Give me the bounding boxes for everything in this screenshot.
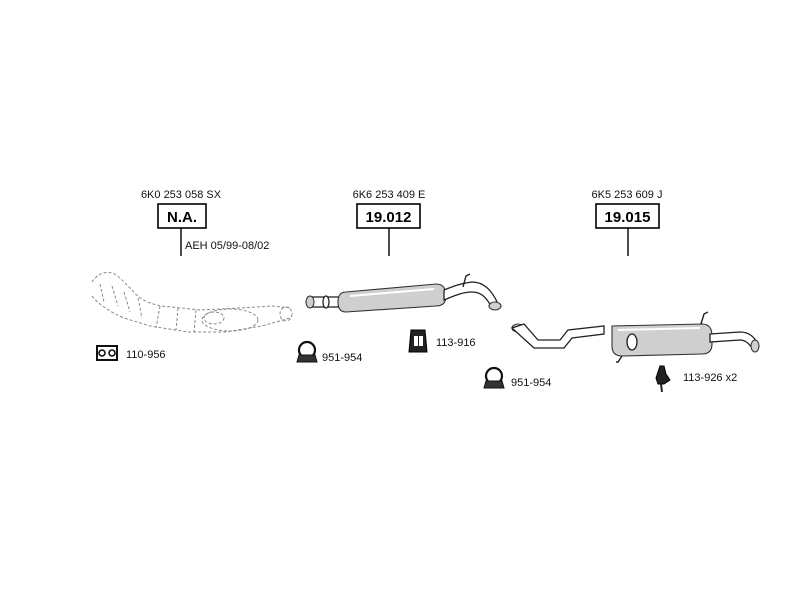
clamp-icon <box>296 340 318 363</box>
clamp-icon <box>483 366 505 389</box>
part-oe-number: 6K0 253 058 SX <box>141 189 222 201</box>
gasket-icon <box>96 345 118 361</box>
accessory-code: 951-954 <box>322 352 362 364</box>
part-front-pipe: 6K0 253 058 SX N.A. AEH 05/99-08/02 <box>91 189 293 333</box>
part-reference-number: N.A. <box>167 209 197 226</box>
rear-silencer-drawing[interactable] <box>510 311 760 363</box>
part-rear-silencer: 6K5 253 609 J 19.015 <box>510 189 760 363</box>
accessory-hanger[interactable]: 113-926 x2 <box>655 365 737 393</box>
part-reference-box[interactable]: 19.015 <box>595 203 660 229</box>
part-reference-box[interactable]: N.A. <box>157 203 207 229</box>
part-centre-silencer: 6K6 253 409 E 19.012 <box>305 189 502 313</box>
accessory-code: 113-926 x2 <box>683 372 737 384</box>
part-reference-number: 19.012 <box>366 209 412 226</box>
accessory-clamp[interactable]: 951-954 <box>296 340 362 364</box>
accessory-code: 113-916 <box>436 337 476 349</box>
part-oe-number: 6K6 253 409 E <box>353 189 426 201</box>
front-pipe-ghost-drawing <box>91 272 293 333</box>
accessory-gasket[interactable]: 110-956 <box>96 345 166 361</box>
part-oe-number: 6K5 253 609 J <box>592 189 663 201</box>
accessory-rubber-mount[interactable]: 113-916 <box>408 329 476 353</box>
accessory-clamp[interactable]: 951-954 <box>483 366 551 389</box>
part-reference-number: 19.015 <box>605 209 651 226</box>
accessory-code: 110-956 <box>126 349 166 361</box>
accessory-code: 951-954 <box>511 377 551 389</box>
part-engine-note: AEH 05/99-08/02 <box>185 240 269 252</box>
part-reference-box[interactable]: 19.012 <box>356 203 421 229</box>
rubber-mount-icon <box>408 329 428 353</box>
centre-silencer-drawing[interactable] <box>305 273 502 313</box>
hanger-icon <box>655 365 671 393</box>
